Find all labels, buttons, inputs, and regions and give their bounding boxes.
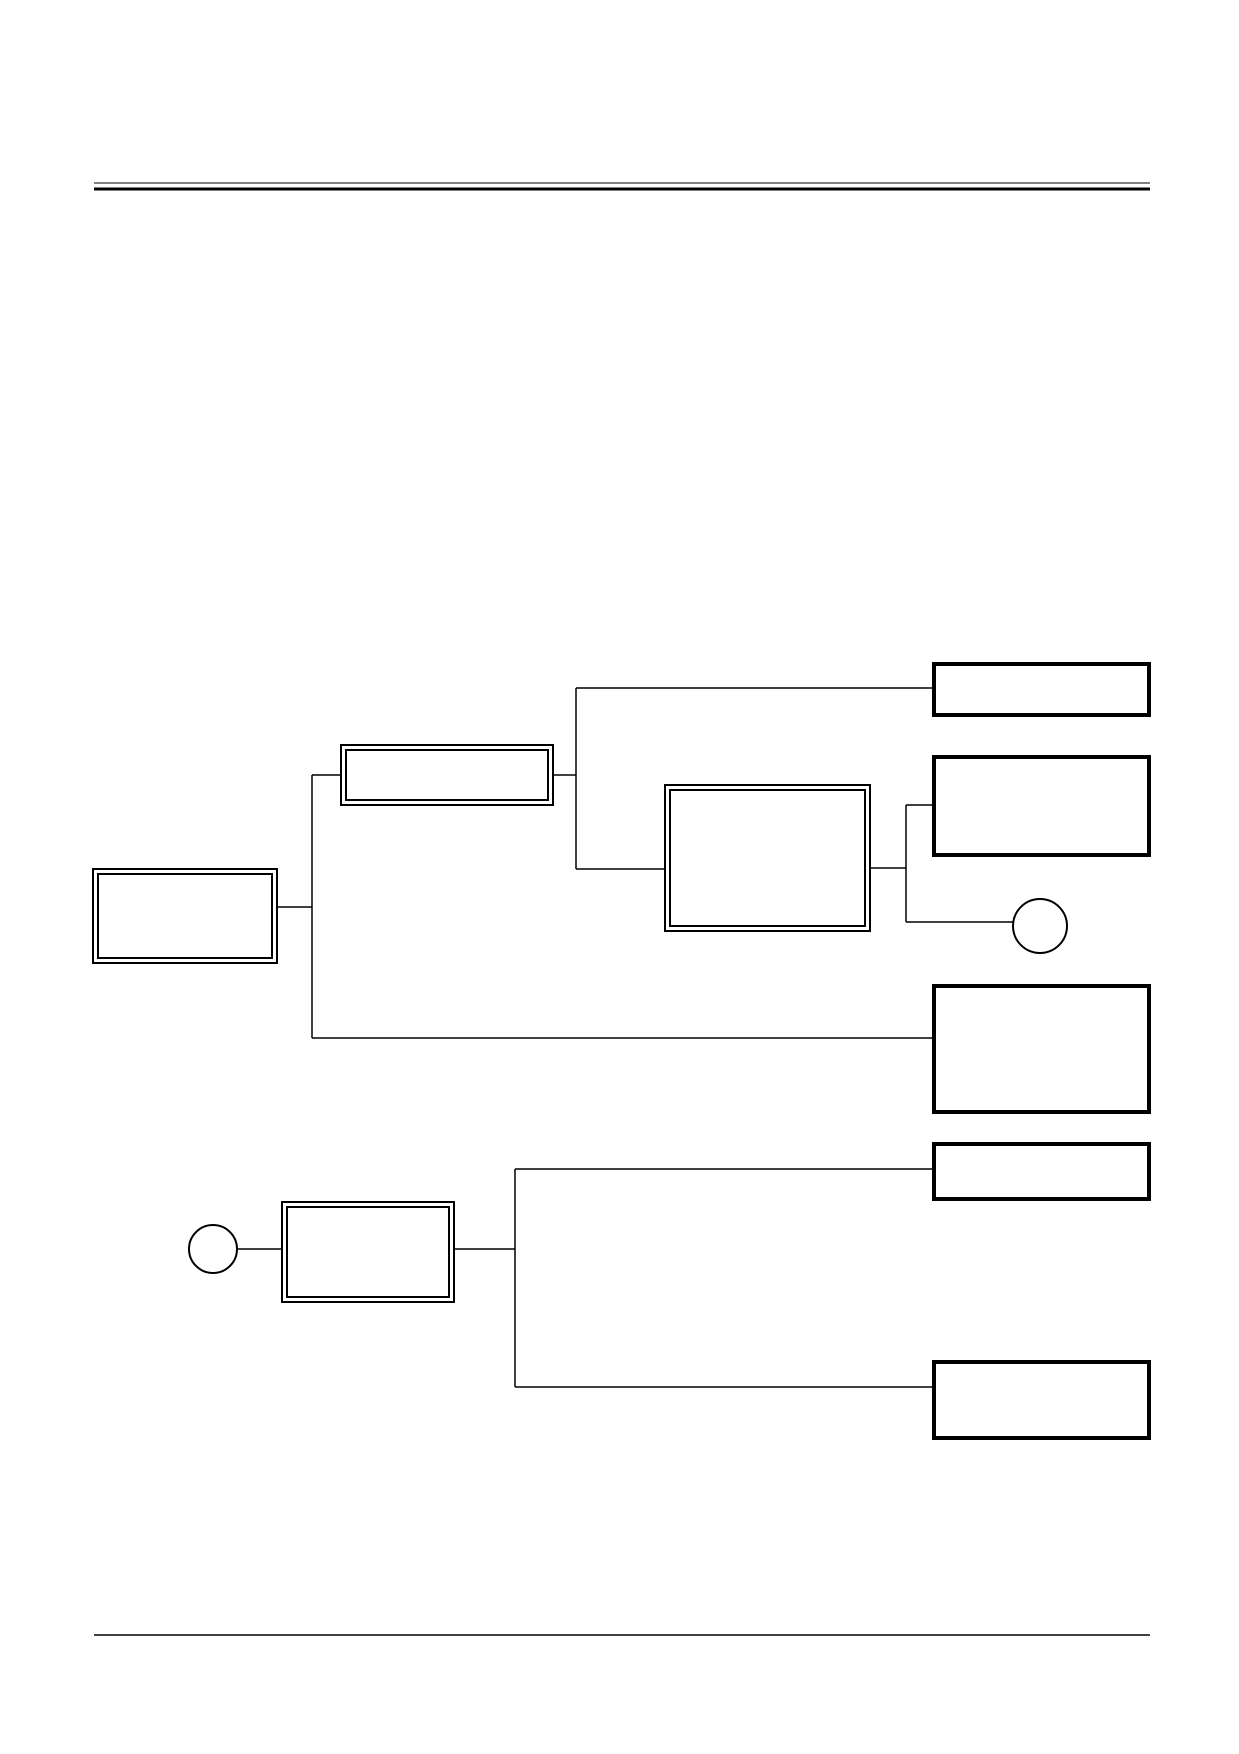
leaf-box-2 [932,755,1151,857]
connection-lines [237,687,1013,1388]
header-rule [94,182,1150,191]
leaf-box-3 [932,984,1151,1114]
connector-circle-out [1012,898,1068,954]
branch-box-upper [340,744,554,806]
root-box [92,868,278,964]
branch-box-middle [664,784,871,932]
leaf-box-1 [932,662,1151,717]
leaf-box-4 [932,1142,1151,1201]
connector-circle-in [188,1224,238,1274]
leaf-box-5 [932,1360,1151,1440]
continuation-box [281,1201,455,1303]
